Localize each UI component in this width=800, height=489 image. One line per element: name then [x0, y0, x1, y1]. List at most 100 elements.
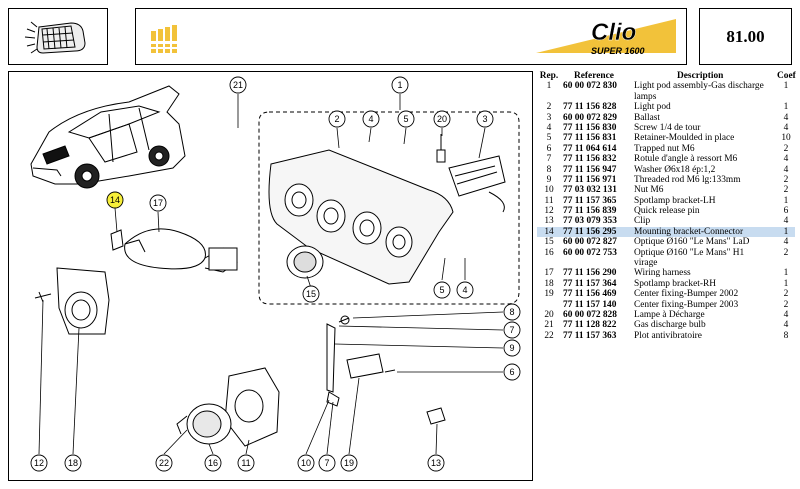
cell-coef: 2	[783, 299, 789, 310]
cell-coef: 4	[783, 154, 789, 165]
callout-7a: 7	[503, 321, 521, 339]
table-row[interactable]: 1 60 00 072 830 Light pod assembly-Gas dis…	[537, 81, 795, 91]
cell-description: Screw 1/4 de tour	[634, 122, 701, 133]
cell-coef: 1	[783, 195, 789, 206]
cell-coef: 1	[783, 102, 789, 113]
callout-10: 10	[297, 454, 315, 472]
page-code-text: 81.00	[726, 26, 765, 46]
callout-11: 11	[237, 454, 255, 472]
svg-text:18: 18	[68, 458, 78, 468]
cell-rep: 13	[544, 216, 554, 227]
cell-reference: 77 11 156 831	[563, 133, 617, 144]
cell-description: lamps	[634, 91, 657, 102]
quick-release-pin-part	[34, 291, 52, 303]
pod-assembly-outline	[258, 111, 520, 305]
callout-5a: 5	[397, 110, 415, 128]
callout-5b: 5	[433, 281, 451, 299]
header-coef: Coef	[777, 71, 796, 81]
table-row[interactable]: virage	[537, 258, 795, 268]
cell-reference: 77 03 079 353	[563, 216, 617, 227]
cell-coef: 4	[783, 164, 789, 175]
cell-description: Center fixing-Bumper 2002	[634, 289, 739, 300]
cell-coef: 4	[783, 309, 789, 320]
table-row[interactable]: lamps	[537, 92, 795, 102]
cell-rep: 19	[544, 289, 554, 300]
cell-reference: 77 11 156 828	[563, 102, 617, 113]
svg-text:12: 12	[34, 458, 44, 468]
cell-description: Rotule d'angle à ressort M6	[634, 154, 738, 165]
cell-description: Washer Ø6x18 ép:1,2	[634, 164, 716, 175]
callout-2: 2	[328, 110, 346, 128]
svg-text:20: 20	[437, 114, 447, 124]
cell-coef: 1	[783, 81, 789, 92]
callout-9: 9	[503, 339, 521, 357]
cell-rep: 20	[544, 309, 554, 320]
cell-description: Gas discharge bulb	[634, 320, 706, 331]
callout-12: 12	[30, 454, 48, 472]
callout-4b: 4	[456, 281, 474, 299]
cell-reference: 77 03 032 131	[563, 185, 617, 196]
callout-7b: 7	[318, 454, 336, 472]
spotlamp-bracket-rh-part	[56, 267, 110, 335]
callout-21: 21	[229, 76, 247, 94]
cell-coef: 2	[783, 247, 789, 258]
svg-text:19: 19	[344, 458, 354, 468]
svg-text:9: 9	[509, 343, 514, 353]
header-lamp-icon-box	[8, 8, 108, 65]
cell-reference: 60 00 072 827	[563, 237, 617, 248]
cell-reference: 77 11 156 971	[563, 174, 617, 185]
page-code: 81.00	[699, 8, 792, 65]
table-header: Rep. Reference Description Coef	[537, 71, 796, 81]
cell-description: virage	[634, 258, 658, 269]
cell-description: Light pod assembly-Gas discharge	[634, 81, 764, 92]
table-body: 1 60 00 072 830 Light pod assembly-Gas dis…	[537, 81, 795, 341]
cell-rep: 11	[544, 195, 554, 206]
cell-reference: 77 11 156 832	[563, 154, 617, 165]
cell-reference: 60 00 072 830	[563, 81, 617, 92]
svg-text:3: 3	[482, 114, 487, 124]
cell-rep: 17	[544, 268, 554, 279]
car-illustration	[30, 85, 186, 189]
svg-text:7: 7	[324, 458, 329, 468]
header-reference: Reference	[574, 71, 614, 81]
svg-text:8: 8	[509, 307, 514, 317]
cell-description: Trapped nut M6	[634, 143, 695, 154]
svg-text:5: 5	[439, 285, 444, 295]
svg-text:5: 5	[403, 114, 408, 124]
cell-description: Light pod	[634, 102, 671, 113]
cell-reference: 77 11 156 290	[563, 268, 617, 279]
cell-description: Center fixing-Bumper 2003	[634, 299, 739, 310]
cell-coef: 4	[783, 112, 789, 123]
cell-reference: 77 11 157 364	[563, 278, 617, 289]
cell-coef: 8	[783, 330, 789, 341]
cell-coef: 4	[783, 122, 789, 133]
svg-text:4: 4	[368, 114, 373, 124]
parts-table: Rep. Reference Description Coef 1 60 00 0…	[537, 71, 796, 371]
cell-rep: 4	[546, 122, 552, 133]
svg-text:SUPER 1600: SUPER 1600	[591, 46, 645, 56]
header-description: Description	[677, 71, 724, 81]
cell-description: Retainer-Moulded in place	[634, 133, 735, 144]
